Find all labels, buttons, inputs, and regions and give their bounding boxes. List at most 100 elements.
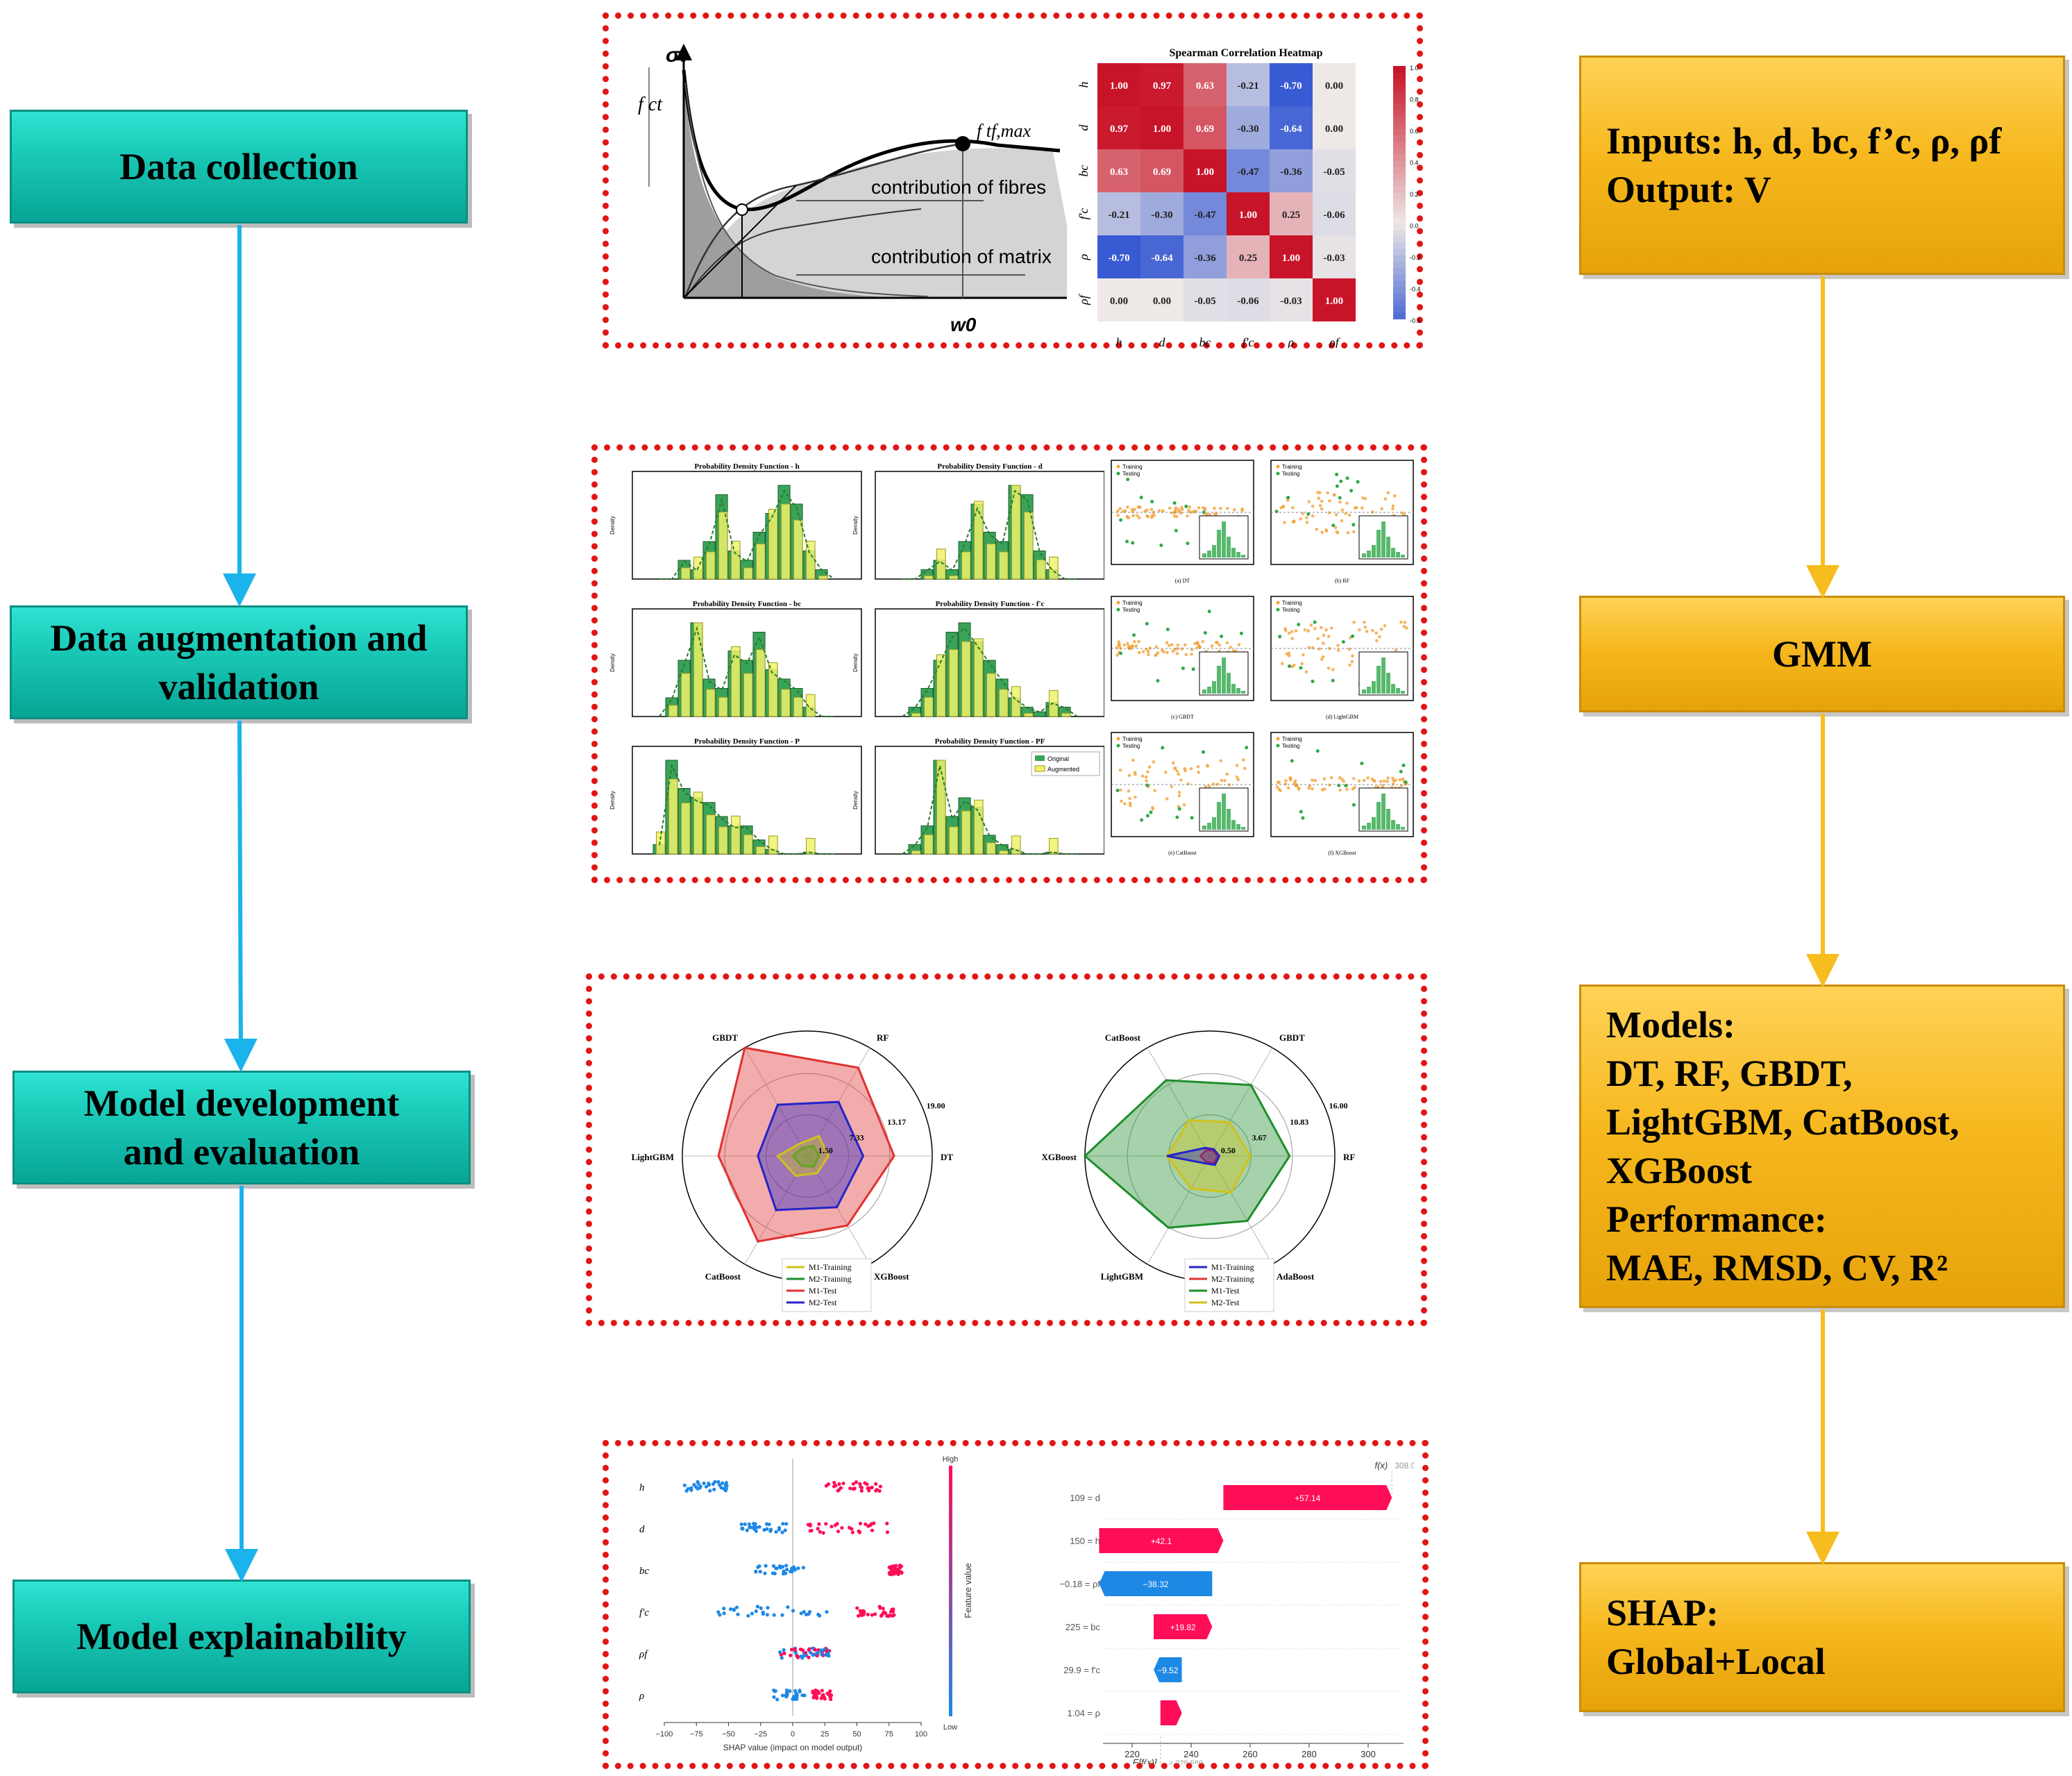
feature-colorbar-segment: [949, 1659, 952, 1666]
residual-point-train: [1165, 797, 1169, 801]
legend-marker: [1276, 608, 1280, 612]
colorbar-segment: [1393, 167, 1406, 174]
feature-colorbar-segment: [949, 1541, 952, 1548]
step-label: validation: [158, 666, 319, 707]
shap-point: [774, 1530, 778, 1534]
legend-label: Testing: [1122, 743, 1140, 749]
pdf-bar-augmented: [706, 814, 716, 855]
shap-point: [892, 1572, 896, 1576]
shap-point: [850, 1530, 854, 1534]
pdf-title: Probability Density Function - P: [694, 737, 800, 746]
residual-point-train: [1280, 662, 1284, 666]
colorbar-tick: -0.4: [1410, 286, 1421, 293]
residual-point-train: [1403, 621, 1407, 624]
heatmap-row-label: bc: [1077, 165, 1090, 177]
residual-point-train: [1305, 516, 1308, 519]
colorbar-tick: 0.2: [1410, 191, 1419, 198]
shap-point: [739, 1522, 743, 1526]
heatmap-cell: [1313, 235, 1356, 278]
radar-ring-label: 7.33: [850, 1132, 864, 1142]
step-label: Data collection: [119, 146, 358, 187]
heatmap-value: -0.05: [1323, 167, 1345, 178]
residual-point-test: [1245, 746, 1249, 750]
inset-bar: [1222, 521, 1226, 558]
residual-point-train: [1311, 504, 1315, 508]
residual-point-test: [1351, 634, 1355, 638]
residual-point-train: [1374, 631, 1379, 635]
heatmap-value: 1.00: [1196, 167, 1214, 178]
shap-point: [746, 1614, 750, 1618]
feature-colorbar-segment: [949, 1647, 952, 1654]
inset-bar: [1372, 545, 1376, 558]
feature-colorbar-segment: [949, 1709, 952, 1716]
inset-bar: [1391, 820, 1395, 830]
step-data-augmentation: Data augmentation and validation: [10, 605, 468, 719]
shap-point: [762, 1527, 766, 1532]
step-label: DT, RF, GBDT,: [1606, 1053, 1853, 1094]
radar-series-polygon: [1199, 1148, 1220, 1164]
w0-label: w0: [950, 314, 977, 335]
x-tick-label: −50: [722, 1730, 735, 1739]
inset-bar: [1231, 820, 1236, 830]
heatmap-row-label: h: [1077, 82, 1090, 88]
shap-point: [807, 1609, 812, 1614]
residual-point-train: [1326, 635, 1331, 638]
inset-bar: [1236, 688, 1240, 694]
step-label: LightGBM, CatBoost,: [1606, 1101, 1960, 1143]
heatmap-value: 0.97: [1153, 81, 1172, 92]
step-models: Models: DT, RF, GBDT, LightGBM, CatBoost…: [1579, 985, 2065, 1308]
shap-point: [873, 1612, 877, 1616]
residual-point-train: [1363, 496, 1367, 501]
legend-marker: [1116, 737, 1120, 741]
heatmap-value: -0.47: [1194, 210, 1216, 221]
residual-point-train: [1118, 507, 1122, 510]
feature-colorbar-segment: [949, 1678, 952, 1685]
pdf-bar-augmented: [731, 646, 741, 717]
shap-point: [750, 1611, 755, 1616]
inset-bar: [1217, 666, 1221, 694]
residual-point-train: [1350, 660, 1354, 664]
inset-bar: [1381, 794, 1385, 830]
heatmap-cell: [1313, 278, 1356, 321]
colorbar-segment: [1393, 230, 1406, 237]
residual-point-train: [1225, 641, 1229, 645]
heatmap-cell: [1227, 63, 1270, 106]
shap-point: [789, 1648, 794, 1652]
shap-point: [684, 1489, 689, 1493]
colorbar-segment: [1393, 97, 1406, 105]
residual-point-train: [1140, 774, 1145, 778]
feature-colorbar-segment: [949, 1616, 952, 1623]
shap-point: [795, 1654, 800, 1659]
residual-point-test: [1404, 780, 1408, 785]
residual-point-train: [1145, 508, 1149, 512]
shap-point: [900, 1570, 904, 1575]
residual-point-test: [1165, 627, 1170, 631]
pdf-bar-augmented: [743, 834, 753, 855]
legend-label: Augmented: [1047, 766, 1079, 773]
pdf-bar-augmented: [806, 694, 816, 717]
heatmap-cell: [1097, 149, 1140, 192]
shap-point: [745, 1528, 749, 1532]
residual-point-train: [1116, 509, 1120, 513]
residual-point-train: [1197, 771, 1200, 774]
heatmap-value: -0.05: [1194, 296, 1215, 307]
legend-label: Testing: [1282, 471, 1299, 477]
feature-colorbar-segment: [949, 1591, 952, 1598]
residual-point-train: [1355, 505, 1358, 510]
residual-point-train: [1127, 773, 1131, 778]
heatmap-value: -0.30: [1151, 210, 1172, 221]
pdf-subplot: Probability Density Function - f'cDensit…: [852, 600, 1104, 717]
heatmap-value: 1.00: [1325, 296, 1343, 307]
residual-point-train: [1116, 513, 1120, 517]
residual-point-train: [1370, 777, 1374, 781]
residual-point-test: [1290, 759, 1294, 763]
residual-point-train: [1398, 778, 1402, 782]
shap-point: [835, 1522, 839, 1526]
residual-caption: (b) RF: [1335, 578, 1350, 584]
step-model-development: Model development and evaluation: [12, 1071, 471, 1184]
shap-point: [893, 1564, 897, 1568]
residual-point-train: [1383, 497, 1388, 501]
residual-point-train: [1147, 650, 1150, 653]
